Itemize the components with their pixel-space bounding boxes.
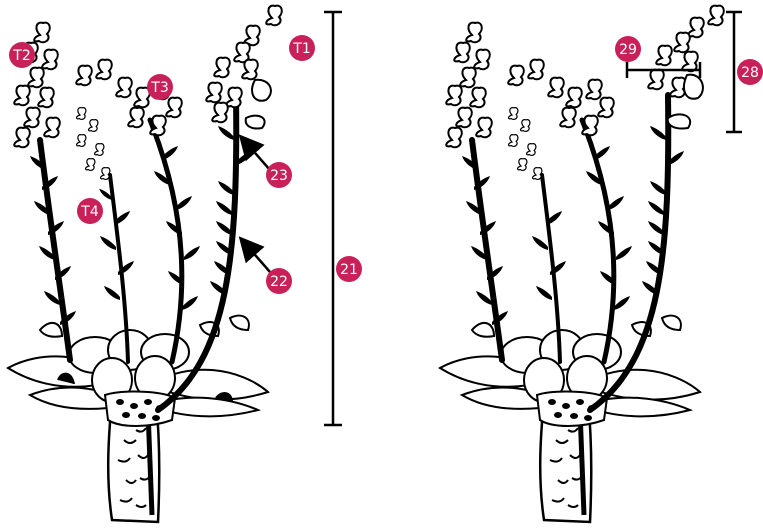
badge-t1: T1 [289,35,315,61]
badge-t1-label: T1 [292,41,310,57]
plant-right [440,6,742,522]
height-scale-21 [324,12,342,425]
badge-28-label: 28 [741,65,759,81]
flowers-left [14,6,282,180]
rosette-right [440,316,700,426]
badge-29-label: 29 [619,42,637,58]
badge-t3: T3 [147,74,173,100]
arrow-22 [242,240,270,272]
badge-t4: T4 [77,198,103,224]
badge-21: 21 [336,256,362,282]
badge-t3-label: T3 [150,80,168,96]
badge-t2: T2 [9,42,35,68]
plant-left [8,6,342,522]
badge-23-label: 23 [270,168,288,184]
badge-22: 22 [266,268,292,294]
badge-t2-label: T2 [12,48,30,64]
badge-23: 23 [266,162,292,188]
badge-22-label: 22 [270,274,288,290]
badge-t4-label: T4 [80,204,99,220]
badge-28: 28 [737,59,763,85]
badge-29: 29 [615,36,641,62]
badge-21-label: 21 [340,262,358,278]
rosette-left [8,316,268,426]
